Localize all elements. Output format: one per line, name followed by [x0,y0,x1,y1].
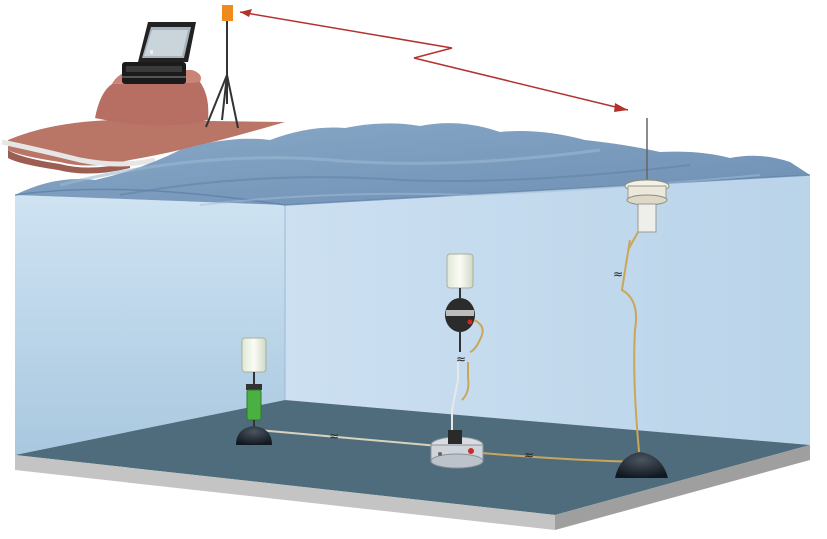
svg-text:≈: ≈ [524,448,534,462]
buoy-riser-cable [620,239,641,463]
water-surface [14,123,811,206]
bottom-sensor-left [241,337,267,428]
svg-text:≈: ≈ [613,267,623,281]
anchor-weights [236,426,668,478]
mid-water-sensor: ≈ [445,253,484,432]
water-left-wall [15,195,285,455]
radio-link [239,11,629,111]
svg-text:≈: ≈ [329,429,339,443]
water-back-wall [285,175,810,445]
shore-station [122,22,196,84]
surface-buoy [624,118,670,251]
seabed [15,400,810,530]
seabed-junction-box [430,430,484,469]
radio-antenna-mast [205,5,239,129]
svg-text:≈: ≈ [456,352,466,366]
seabed-cables: ≈ ≈ [257,429,641,463]
